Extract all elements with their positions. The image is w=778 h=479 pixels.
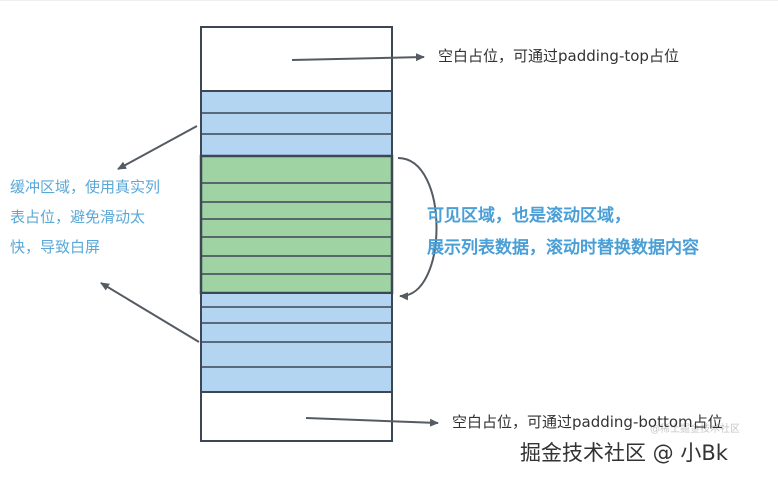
bottom-spacer-block xyxy=(200,391,393,442)
buffer-arrow-upper xyxy=(117,125,198,170)
scroll-loop-arrow xyxy=(397,157,438,301)
top-spacer-arrow xyxy=(291,53,425,62)
buffer-arrow-lower xyxy=(100,282,200,343)
top-spacer-note: 空白占位，可通过padding-top占位 xyxy=(438,47,679,65)
bottom-spacer-note: 空白占位，可通过padding-bottom占位 xyxy=(452,413,723,431)
visible-area-note-line2: 展示列表数据，滚动时替换数据内容 xyxy=(427,238,699,258)
top-divider xyxy=(0,0,778,1)
visible-area-note-line1: 可见区域，也是滚动区域， xyxy=(427,206,631,226)
visible-area-note: 可见区域，也是滚动区域， 展示列表数据，滚动时替换数据内容 xyxy=(427,200,699,264)
top-buffer-block xyxy=(200,90,393,157)
buffer-note: 缓冲区域，使用真实列表占位，避免滑动太快，导致白屏 xyxy=(10,178,161,256)
bottom-spacer-arrow xyxy=(305,417,439,427)
visible-area-block xyxy=(199,154,394,295)
watermark: 掘金技术社区 @ 小Bk xyxy=(520,441,728,465)
faint-watermark: @稀土掘金技术社区 xyxy=(650,424,740,435)
